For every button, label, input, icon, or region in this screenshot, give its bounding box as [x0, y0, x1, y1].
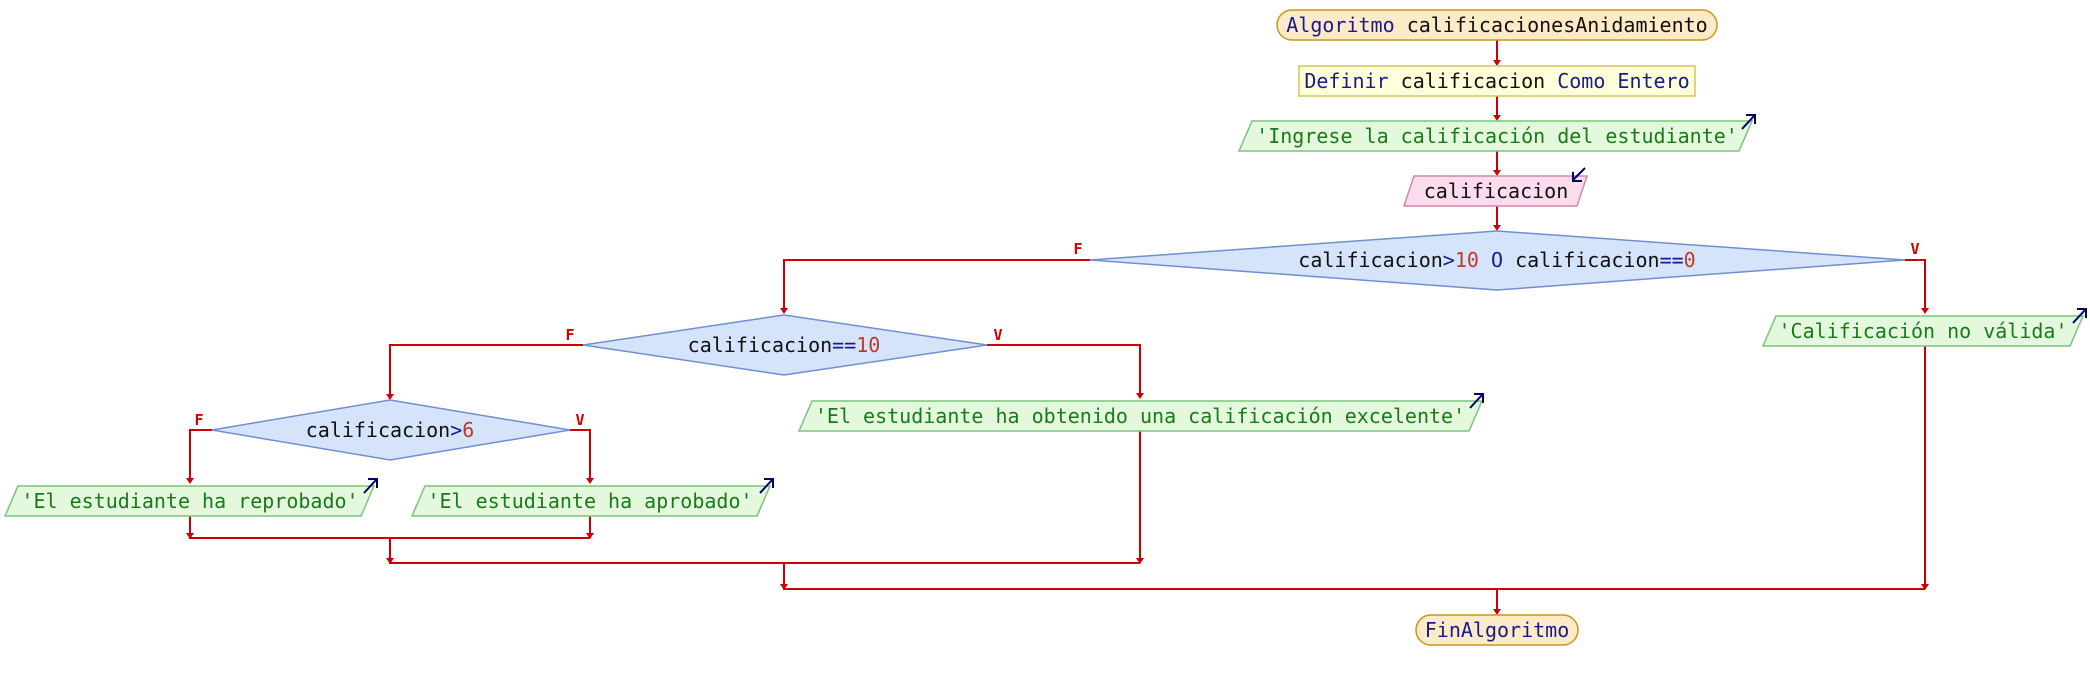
svg-text:calificacion>6: calificacion>6	[306, 418, 475, 442]
edge-cond3-true	[570, 429, 591, 478]
cond1-op1: >	[1443, 248, 1455, 272]
cond1-or-keyword: O	[1491, 248, 1503, 272]
edges	[186, 38, 1929, 615]
prompt-output-text: 'Ingrese la calificación del estudiante'	[1256, 124, 1738, 148]
end-text: FinAlgoritmo	[1425, 618, 1570, 642]
cond1-var2: calificacion	[1515, 248, 1660, 272]
output-arrow-icon	[363, 478, 378, 494]
edge-arrowhead	[1493, 115, 1501, 121]
define-type-keyword: Entero	[1617, 69, 1689, 93]
svg-text:Algoritmo calificacionesAnidam: Algoritmo calificacionesAnidamiento	[1286, 13, 1707, 37]
edge-arrowhead	[186, 478, 194, 484]
cond2-var: calificacion	[688, 333, 833, 357]
failed-output-text: 'El estudiante ha reprobado'	[21, 489, 358, 513]
edge-cond2-true	[987, 344, 1141, 393]
read-input-text: calificacion	[1424, 179, 1569, 203]
edge-arrowhead	[1493, 170, 1501, 176]
excellent-output-node: 'El estudiante ha obtenido una calificac…	[797, 393, 1484, 432]
edge-arrowhead	[586, 478, 594, 484]
cond2-false-flag: F	[565, 326, 574, 344]
decision-node-cond3: calificacion>6 F V	[194, 399, 585, 461]
output-arrow-icon	[1469, 393, 1484, 409]
output-arrow-icon	[2072, 308, 2087, 324]
edge-cond3-false	[189, 429, 212, 478]
edge-arrowhead	[1493, 60, 1501, 66]
start-node: Algoritmo calificacionesAnidamiento	[1276, 9, 1718, 41]
define-as-keyword: Como	[1557, 69, 1605, 93]
invalid-output-node: 'Calificación no válida'	[1761, 308, 2087, 347]
edge-arrowhead	[386, 558, 394, 564]
define-variable: calificacion	[1401, 69, 1546, 93]
edge-merge-inner	[189, 515, 590, 539]
cond1-op2: ==	[1660, 248, 1684, 272]
cond3-var: calificacion	[306, 418, 451, 442]
edge-merge-middle	[389, 538, 1140, 564]
cond1-false-flag: F	[1073, 240, 1082, 258]
excellent-output-text: 'El estudiante ha obtenido una calificac…	[815, 404, 1465, 428]
start-keyword: Algoritmo	[1286, 13, 1394, 37]
cond3-num: 6	[462, 418, 474, 442]
prompt-output-node: 'Ingrese la calificación del estudiante'	[1237, 114, 1756, 152]
edge-arrowhead	[1493, 225, 1501, 231]
edge-arrowhead	[1136, 393, 1144, 399]
edge-cond1-true	[1905, 259, 1926, 308]
cond2-op: ==	[832, 333, 856, 357]
cond3-true-flag: V	[575, 411, 584, 429]
svg-text:calificacion==10: calificacion==10	[688, 333, 881, 357]
edge-arrowhead	[1493, 609, 1501, 615]
output-arrow-icon	[1741, 114, 1756, 130]
cond1-true-flag: V	[1910, 240, 1919, 258]
read-input-node: calificacion	[1402, 167, 1589, 207]
decision-node-cond1: calificacion>10 O calificacion==0 F V	[1073, 230, 1920, 291]
edge-arrowhead	[1921, 308, 1929, 314]
input-arrow-icon	[1572, 167, 1586, 182]
svg-text:calificacion>10 O calificacion: calificacion>10 O calificacion==0	[1298, 248, 1695, 272]
cond1-num1: 10	[1455, 248, 1479, 272]
cond1-var1: calificacion	[1298, 248, 1443, 272]
cond2-num: 10	[856, 333, 880, 357]
algorithm-name: calificacionesAnidamiento	[1407, 13, 1708, 37]
cond3-op: >	[450, 418, 462, 442]
edge-arrowhead	[780, 584, 788, 590]
invalid-output-text: 'Calificación no válida'	[1779, 319, 2068, 343]
edge-cond2-false	[389, 344, 583, 394]
svg-text:Definir calificacion Como Ente: Definir calificacion Como Entero	[1304, 69, 1689, 93]
edge-merge-outer	[783, 563, 1925, 590]
end-node: FinAlgoritmo	[1415, 614, 1579, 646]
failed-output-node: 'El estudiante ha reprobado'	[3, 478, 378, 517]
cond3-false-flag: F	[194, 411, 203, 429]
edge-arrowhead	[1136, 558, 1144, 564]
edge-arrowhead	[186, 533, 194, 539]
define-node: Definir calificacion Como Entero	[1298, 65, 1696, 97]
passed-output-node: 'El estudiante ha aprobado'	[410, 478, 774, 517]
edge-arrowhead	[1921, 584, 1929, 590]
cond2-true-flag: V	[993, 326, 1002, 344]
edge-arrowhead	[586, 533, 594, 539]
edge-arrowhead	[386, 394, 394, 400]
cond1-num2: 0	[1684, 248, 1696, 272]
decision-node-cond2: calificacion==10 F V	[565, 314, 1003, 376]
passed-output-text: 'El estudiante ha aprobado'	[427, 489, 752, 513]
define-keyword: Definir	[1304, 69, 1388, 93]
output-arrow-icon	[759, 478, 774, 494]
edge-arrowhead	[780, 308, 788, 314]
edge-cond1-false	[783, 259, 1090, 308]
